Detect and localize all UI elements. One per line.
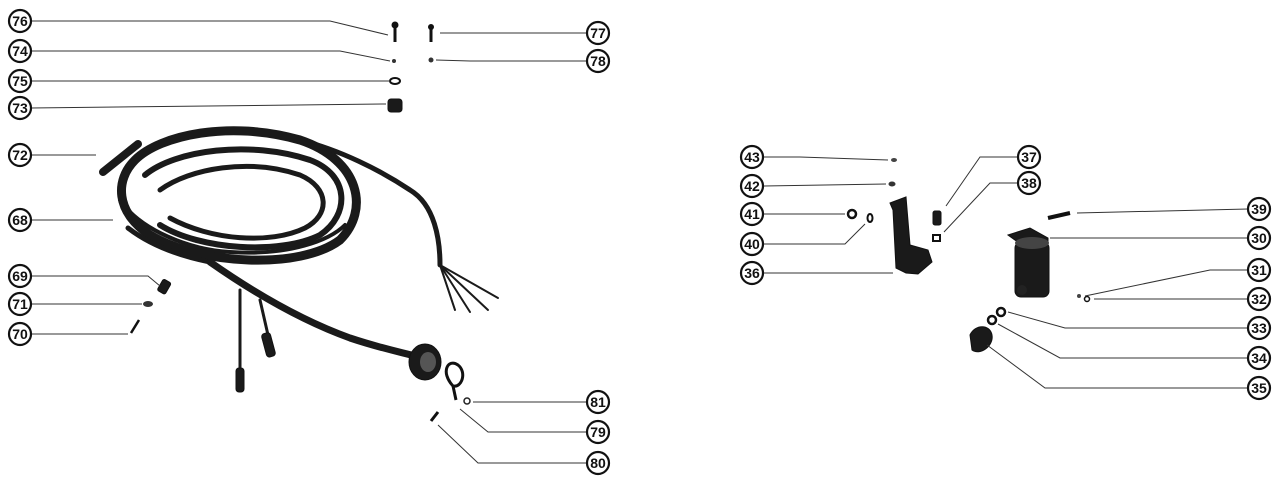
callout-71: 71 [7,291,33,317]
boot-part-35 [969,326,993,353]
callout-74: 74 [7,38,33,64]
svg-text:31: 31 [1251,262,1267,278]
callout-38: 38 [1016,170,1042,196]
callout-73: 73 [7,95,33,121]
svg-text:70: 70 [12,326,28,342]
callout-35: 35 [1246,375,1272,401]
washer-part-42 [888,181,896,187]
svg-text:35: 35 [1251,380,1267,396]
bracket-part-36 [889,196,933,275]
clamp-part-81 [444,361,465,401]
svg-text:41: 41 [744,206,760,222]
callout-32: 32 [1246,286,1272,312]
wiring-harness-assembly [99,21,499,422]
callout-75: 75 [7,68,33,94]
nut-part-78 [428,57,434,63]
washer-part-79 [463,397,471,405]
callout-72: 72 [7,142,33,168]
screw-part-39 [1047,211,1071,220]
svg-text:80: 80 [590,455,606,471]
nut-part-38 [932,234,941,242]
grommet-part-72 [99,140,142,176]
svg-text:42: 42 [744,178,760,194]
nut-part-32 [1083,295,1091,303]
callout-37: 37 [1016,144,1042,170]
svg-text:39: 39 [1251,201,1267,217]
svg-text:69: 69 [12,268,28,284]
svg-text:74: 74 [12,43,28,59]
washer-part-40 [866,213,874,223]
svg-text:71: 71 [12,296,28,312]
svg-text:77: 77 [590,25,606,41]
leader-lines [30,20,1249,464]
callout-43: 43 [739,144,765,170]
washer-part-71 [143,301,153,307]
callout-77: 77 [585,20,611,46]
washer-part-74 [392,59,396,63]
svg-text:73: 73 [12,100,28,116]
callout-78: 78 [585,48,611,74]
svg-text:37: 37 [1021,149,1037,165]
svg-text:68: 68 [12,212,28,228]
callout-33: 33 [1246,315,1272,341]
washer-part-75 [389,77,401,85]
svg-text:32: 32 [1251,291,1267,307]
svg-text:72: 72 [12,147,28,163]
callouts: 76 74 75 73 72 68 69 71 70 77 78 81 79 8… [7,8,1272,476]
callout-68: 68 [7,207,33,233]
svg-text:79: 79 [590,424,606,440]
callout-70: 70 [7,321,33,347]
callout-76: 76 [7,8,33,34]
svg-text:75: 75 [12,73,28,89]
lockwasher-part-31 [1077,294,1081,298]
svg-text:76: 76 [12,13,28,29]
callout-79: 79 [585,419,611,445]
connector-plug [408,343,442,381]
svg-text:30: 30 [1251,230,1267,246]
svg-text:43: 43 [744,149,760,165]
callout-40: 40 [739,231,765,257]
washer-part-43 [891,158,897,162]
callout-42: 42 [739,173,765,199]
svg-text:33: 33 [1251,320,1267,336]
screw-part-80 [429,411,440,422]
svg-text:78: 78 [590,53,606,69]
solenoid-part-30 [1006,227,1050,298]
svg-text:34: 34 [1251,350,1267,366]
callout-39: 39 [1246,196,1272,222]
callout-31: 31 [1246,257,1272,283]
callout-81: 81 [585,389,611,415]
callout-30: 30 [1246,225,1272,251]
screw-part-37 [932,210,942,226]
callout-41: 41 [739,201,765,227]
callout-36: 36 [739,260,765,286]
svg-text:38: 38 [1021,175,1037,191]
screw-part-70 [129,319,141,334]
svg-text:40: 40 [744,236,760,252]
clip-part-69 [157,279,172,295]
svg-text:36: 36 [744,265,760,281]
nut-part-33 [995,306,1007,318]
svg-text:81: 81 [590,394,606,410]
washer-part-34 [986,314,998,326]
sleeve-part-73 [387,98,403,113]
wiring-harness [117,126,499,393]
callout-69: 69 [7,263,33,289]
callout-80: 80 [585,450,611,476]
solenoid-bracket-assembly [846,158,1091,353]
callout-34: 34 [1246,345,1272,371]
nut-part-41 [846,208,858,220]
